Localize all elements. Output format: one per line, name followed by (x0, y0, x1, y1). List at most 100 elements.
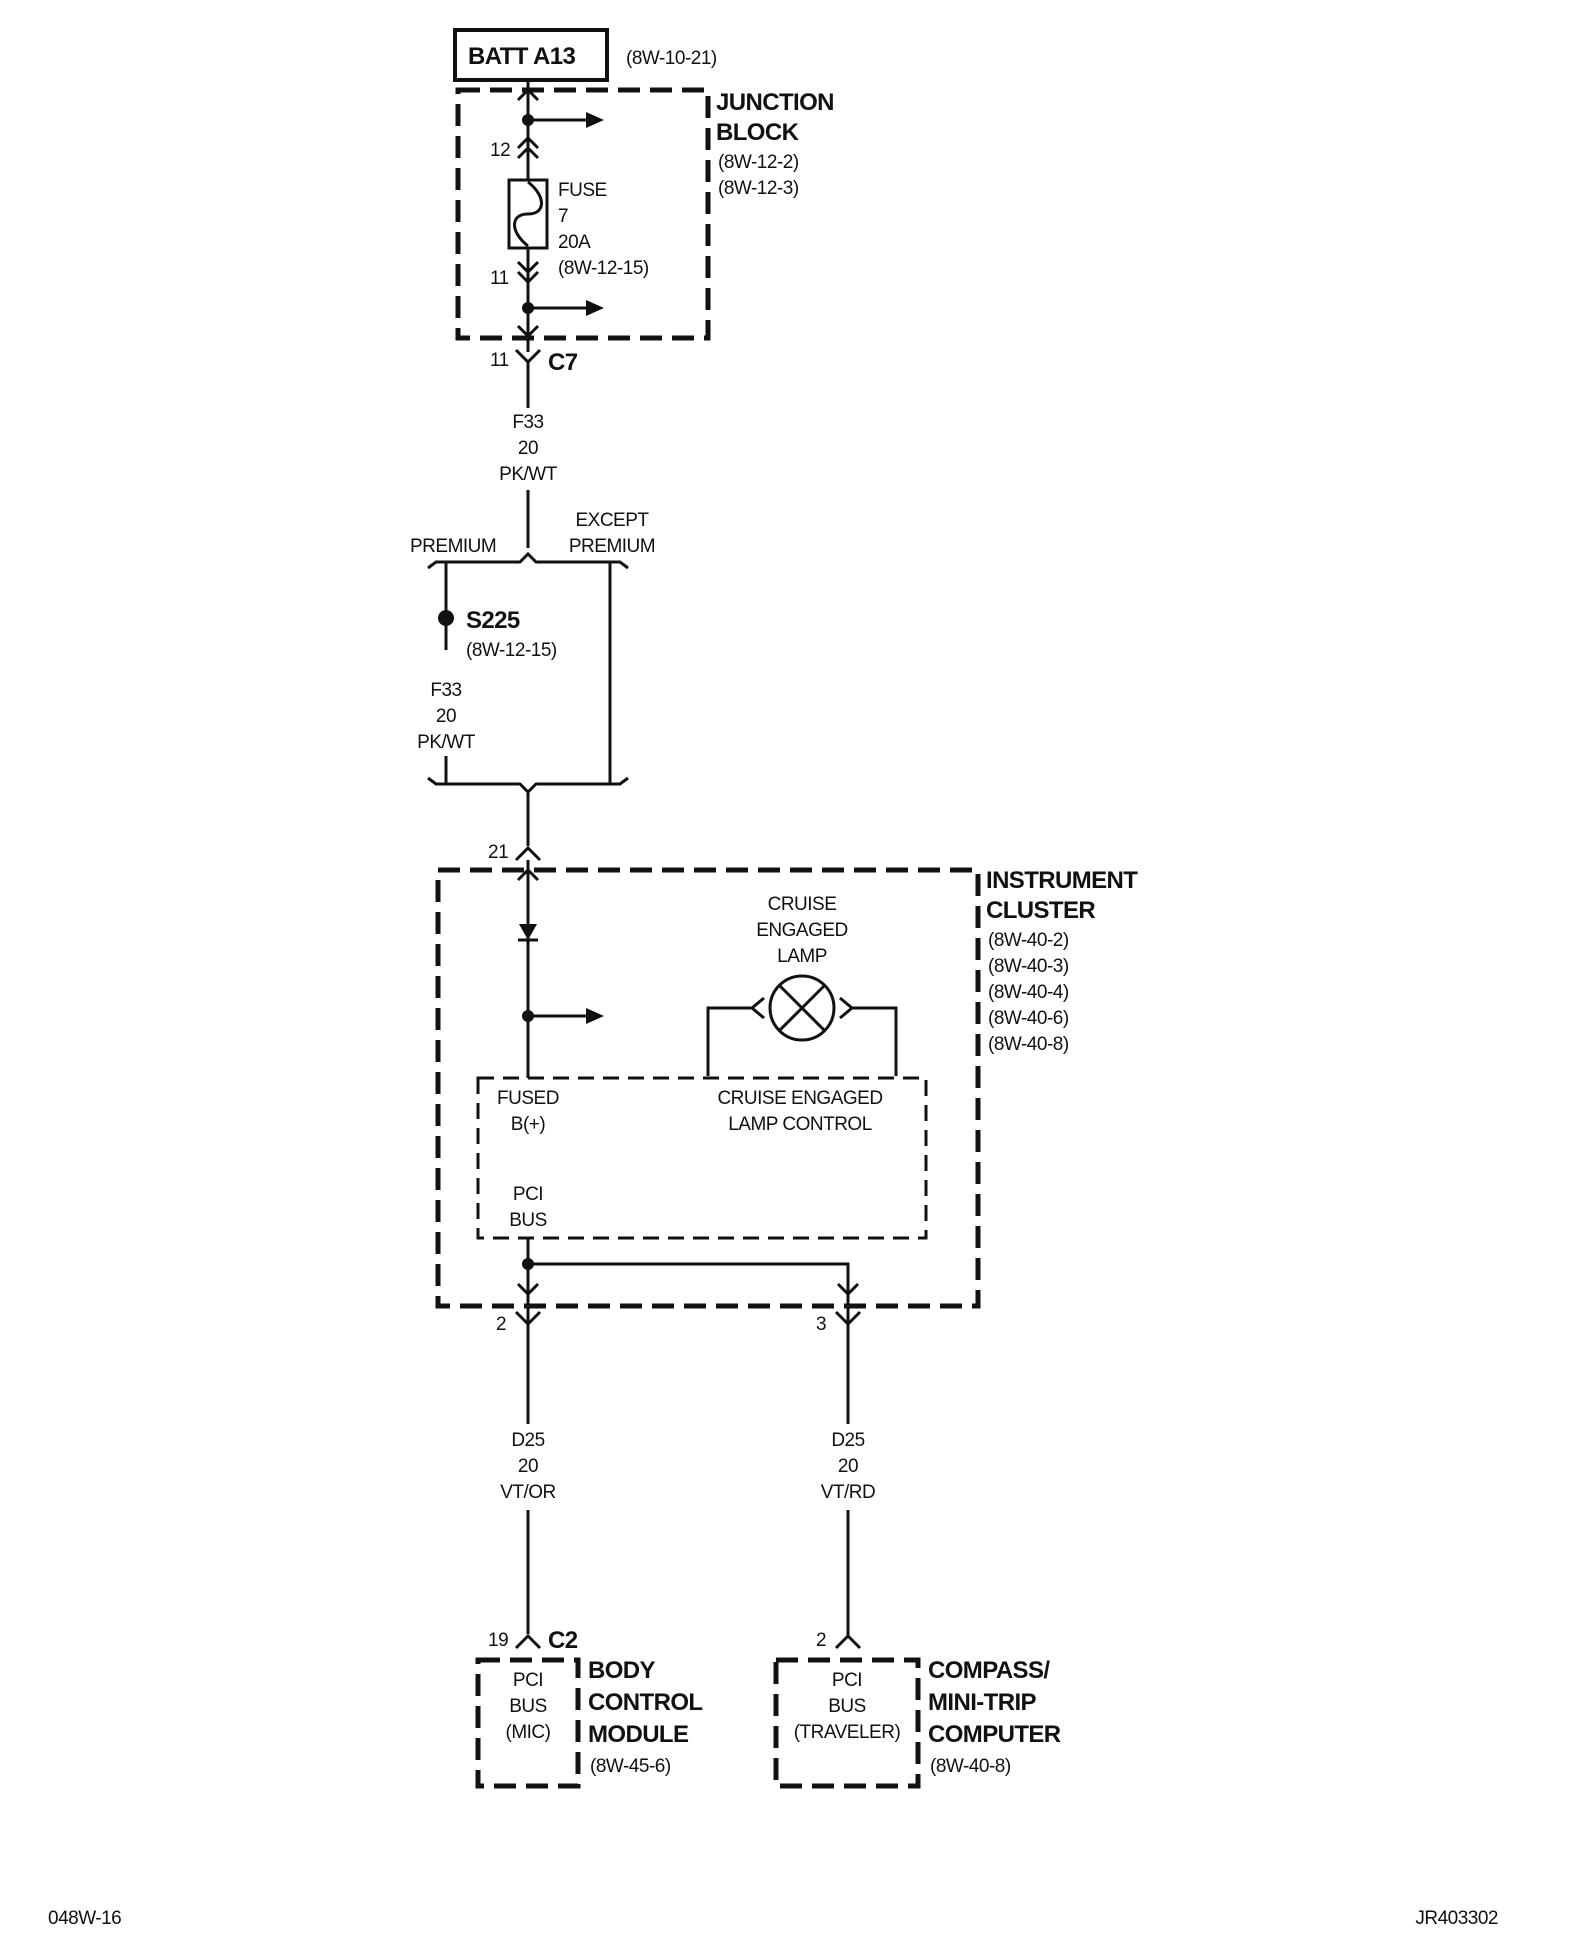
cluster-ref-4: (8W-40-6) (988, 1008, 1069, 1029)
f33-top-gauge: 20 (518, 438, 538, 459)
f33-mid-color: PK/WT (417, 732, 476, 753)
jb-exit-chevron (516, 324, 540, 339)
fuse-rating: 20A (558, 232, 591, 253)
bcm-name-2: CONTROL (588, 1689, 702, 1716)
c7-pin: 11 (490, 350, 509, 371)
fuse-number: 7 (558, 206, 568, 227)
footer-right-code: JR403302 (1415, 1908, 1498, 1929)
lamp-left-terminal (749, 996, 765, 1020)
diode-symbol (519, 924, 537, 940)
lamp-label-2: ENGAGED (756, 920, 848, 941)
option-premium: PREMIUM (410, 536, 496, 557)
cluster-circuit-box (476, 1076, 928, 1240)
jb-pin-11: 11 (490, 268, 509, 289)
d25-left-color: VT/OR (500, 1482, 556, 1503)
compass-name-1: COMPASS/ (928, 1657, 1050, 1684)
battery-ref: (8W-10-21) (626, 48, 717, 69)
cluster-pin21-mark (514, 845, 542, 862)
compass-pci-2: BUS (828, 1696, 866, 1717)
bcm-name-3: MODULE (588, 1721, 689, 1748)
compass-name-2: MINI-TRIP (928, 1689, 1037, 1716)
pci-bus-label-2: BUS (509, 1210, 547, 1231)
instrument-cluster-outline (435, 867, 981, 1309)
f33-mid-gauge: 20 (436, 706, 456, 727)
compass-pin: 2 (816, 1630, 826, 1651)
bcm-outline (475, 1657, 581, 1789)
bcm-connector-name: C2 (548, 1627, 578, 1654)
compass-ref: (8W-40-8) (930, 1756, 1011, 1777)
cluster-name-1: INSTRUMENT (986, 867, 1138, 894)
lamp-cross-2 (778, 984, 826, 1032)
bcm-pin: 19 (488, 1630, 508, 1651)
jb-pin12-chevron-1 (516, 135, 540, 150)
f33-top-circuit: F33 (512, 412, 543, 433)
cluster-pin-21: 21 (488, 842, 508, 863)
lamp-label-3: LAMP (777, 946, 827, 967)
option-except-2: PREMIUM (569, 536, 655, 557)
d25-right-circuit: D25 (831, 1430, 864, 1451)
bcm-ref: (8W-45-6) (590, 1756, 671, 1777)
d25-right-color: VT/RD (821, 1482, 876, 1503)
fused-b-label-1: FUSED (497, 1088, 559, 1109)
lamp-control-label-2: LAMP CONTROL (728, 1114, 872, 1135)
jb-entry-arrow (516, 87, 540, 102)
cluster-entry-arrow (516, 867, 540, 882)
option-except-1: EXCEPT (575, 510, 649, 531)
junction-block-ref-1: (8W-12-2) (718, 152, 799, 173)
cluster-ref-5: (8W-40-8) (988, 1034, 1069, 1055)
pci-left-chevron (516, 1282, 540, 1297)
lamp-control-label-1: CRUISE ENGAGED (717, 1088, 882, 1109)
compass-outline (773, 1657, 921, 1789)
lamp-right-lead (852, 1006, 898, 1076)
fused-b-label-2: B(+) (511, 1114, 546, 1135)
bcm-name-1: BODY (588, 1657, 656, 1684)
jb-pin11-chevron-2 (516, 270, 540, 285)
junction-block-name-1: JUNCTION (716, 89, 834, 116)
cluster-ref-1: (8W-40-2) (988, 930, 1069, 951)
f33-mid-circuit: F33 (430, 680, 461, 701)
compass-connector-mark (834, 1633, 862, 1650)
bcm-pci-2: BUS (509, 1696, 547, 1717)
bcm-pci-3: (MIC) (506, 1722, 551, 1743)
jb-pin-12: 12 (490, 140, 510, 161)
junction-block-name-2: BLOCK (716, 119, 800, 146)
compass-name-3: COMPUTER (928, 1721, 1061, 1748)
jb-pin11-chevron-1 (516, 260, 540, 275)
fuse-ref: (8W-12-15) (558, 258, 649, 279)
jb-pin12-chevron-2 (516, 145, 540, 160)
s225-ref: (8W-12-15) (466, 640, 557, 661)
cluster-pin-3: 3 (816, 1314, 826, 1335)
cluster-ref-3: (8W-40-4) (988, 982, 1069, 1003)
cluster-name-2: CLUSTER (986, 897, 1095, 924)
battery-box (453, 28, 609, 82)
fuse-element (513, 180, 543, 248)
jb-branch-top-arrow (586, 112, 604, 128)
junction-block-outline (455, 87, 711, 341)
compass-pci-1: PCI (832, 1670, 862, 1691)
lamp-right-terminal (839, 996, 855, 1020)
lamp-left-lead (706, 1006, 752, 1076)
f33-top-color: PK/WT (499, 464, 558, 485)
option-brace-bottom (427, 776, 629, 795)
cluster-ref-2: (8W-40-3) (988, 956, 1069, 977)
s225-splice-dot (438, 610, 454, 626)
pci-branch-wire (528, 1262, 850, 1324)
s225-name: S225 (466, 607, 520, 634)
battery-label: BATT A13 (468, 43, 575, 70)
d25-right-gauge: 20 (838, 1456, 858, 1477)
fuse-label: FUSE (558, 180, 607, 201)
cluster-pin-2: 2 (496, 1314, 506, 1335)
junction-block-ref-2: (8W-12-3) (718, 178, 799, 199)
bcm-connector-mark (514, 1633, 542, 1650)
c7-name: C7 (548, 349, 578, 376)
lamp-bulb (768, 974, 836, 1042)
pci-bus-label-1: PCI (513, 1184, 543, 1205)
footer-left-code: 048W-16 (48, 1908, 121, 1929)
lamp-label-1: CRUISE (768, 894, 837, 915)
jb-branch-bottom-arrow (586, 300, 604, 316)
d25-left-circuit: D25 (511, 1430, 544, 1451)
cluster-branch-arrow (586, 1008, 604, 1024)
pci-right-chevron (836, 1282, 860, 1297)
option-brace-top (427, 551, 629, 570)
